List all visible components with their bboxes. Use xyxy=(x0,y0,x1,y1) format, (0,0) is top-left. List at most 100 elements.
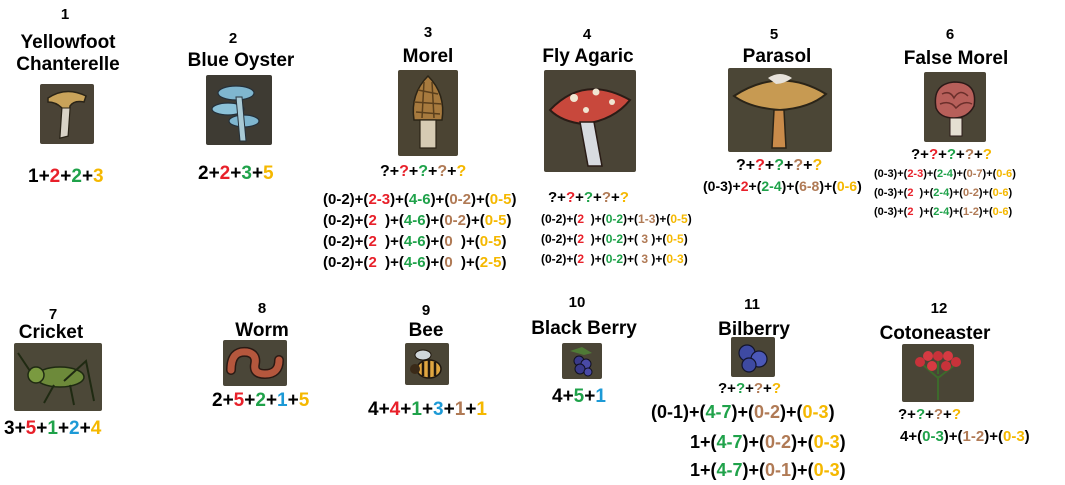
formula-segment: 3 xyxy=(638,252,652,266)
formula-segment: + xyxy=(428,163,438,180)
formula-segment: 1-3 xyxy=(638,212,656,226)
formula-segment: 0-3 xyxy=(922,428,944,445)
formula-segment: )+( xyxy=(385,212,404,229)
formula-segment: )+( xyxy=(623,232,639,246)
formula-segment: ? xyxy=(619,189,629,206)
item-name: False Morel xyxy=(893,48,1019,70)
formula-segment: ?+ xyxy=(548,189,566,206)
formula-segment: 4-7 xyxy=(705,402,732,422)
formula-segment: 2-4 xyxy=(761,178,782,194)
formula-segment: + xyxy=(973,146,983,163)
formula-segment: (0-3)+( xyxy=(874,168,908,180)
formula-segment: )+( xyxy=(651,252,667,266)
formula-segment: + xyxy=(36,418,48,439)
yellowfoot-chanterelle-icon xyxy=(40,84,94,144)
formula-segment: + xyxy=(81,166,94,187)
formula-segment: )+( xyxy=(923,168,937,180)
item-name: Cricket xyxy=(6,322,96,344)
formula-segment: )+( xyxy=(471,191,490,208)
formula-segment: 0-2 xyxy=(605,252,624,266)
formula-segment: )+( xyxy=(385,254,404,271)
formula-line: (0-2)+(2 )+(4-6)+(0 )+(0-5) xyxy=(323,233,506,250)
formula-segment: ?+ xyxy=(380,163,400,180)
formula-segment: 2-3 xyxy=(907,168,924,180)
item-name-line: False Morel xyxy=(903,48,1009,69)
formula-segment: + xyxy=(943,406,952,423)
formula-segment: )+( xyxy=(466,212,485,229)
formula-segment: 4-6 xyxy=(408,191,431,208)
formula-segment: + xyxy=(745,380,754,397)
item-name: Cotoneaster xyxy=(872,323,998,345)
item-name-line: Morel xyxy=(402,46,454,67)
item-number: 5 xyxy=(769,26,779,43)
formula-segment: ?+ xyxy=(898,406,916,423)
formula-segment: ? xyxy=(771,380,781,397)
item-name: Bee xyxy=(396,320,456,342)
item-name-line: Blue Oyster xyxy=(187,50,295,71)
formula-line: ?+?+?+? xyxy=(718,380,781,397)
formula-segment: 2 xyxy=(368,233,386,250)
formula-segment: 1-2 xyxy=(962,206,979,218)
formula-line: (0-2)+(2 )+(0-2)+( 3 )+(0-5) xyxy=(541,232,688,246)
formula-segment: 2 xyxy=(368,254,386,271)
formula-segment: + xyxy=(230,163,242,184)
formula-segment: 2 xyxy=(49,166,61,187)
formula-segment: 1 xyxy=(454,399,466,420)
formula-segment: 4 xyxy=(90,418,102,439)
formula-segment: ? xyxy=(437,163,448,180)
formula-segment: 3 xyxy=(241,163,252,184)
formula-line: 1+2+2+3 xyxy=(28,166,104,188)
formula-segment: ) xyxy=(1008,206,1013,218)
formula-segment: ? xyxy=(583,189,594,206)
formula-line: (0-2)+(2-3)+(4-6)+(0-2)+(0-5) xyxy=(323,191,516,208)
formula-segment: + xyxy=(593,189,602,206)
formula-segment: ) xyxy=(687,212,692,226)
formula-segment: (0-2)+( xyxy=(541,252,578,266)
formula-segment: 2 xyxy=(907,206,920,218)
formula-segment: )+( xyxy=(978,187,993,199)
formula-segment: ? xyxy=(982,146,992,163)
formula-segment: 0-5 xyxy=(484,212,507,229)
formula-segment: 0-6 xyxy=(992,206,1009,218)
formula-segment: ) xyxy=(1012,168,1016,180)
item-number: 7 xyxy=(48,306,58,323)
formula-segment: + xyxy=(408,163,419,180)
formula-segment: 0-2 xyxy=(605,232,624,246)
formula-segment: + xyxy=(803,157,813,174)
formula-line: ?+?+?+?+? xyxy=(548,189,629,206)
formula-segment: )+( xyxy=(919,206,934,218)
formula-segment: 0-2 xyxy=(605,212,624,226)
formula-segment: )+( xyxy=(461,254,480,271)
formula-segment: 3+ xyxy=(4,418,26,439)
formula-segment: 5 xyxy=(263,163,274,184)
item-number: 12 xyxy=(930,300,948,317)
formula-segment: ?+ xyxy=(736,157,756,174)
item-name-line: Black Berry xyxy=(531,318,637,339)
formula-segment: (0-2)+( xyxy=(541,232,578,246)
formula-segment: 2 xyxy=(71,166,82,187)
formula-segment: )+( xyxy=(819,178,837,194)
formula-segment: (0-3)+( xyxy=(874,187,908,199)
item-name: Parasol xyxy=(722,46,832,68)
bilberry-icon xyxy=(731,337,775,377)
formula-segment: 2 xyxy=(577,232,591,246)
formula-segment: ? xyxy=(755,157,765,174)
item-name: Blue Oyster xyxy=(178,50,304,72)
item-name-line: Yellowfoot xyxy=(20,32,116,53)
formula-segment: 0-3 xyxy=(666,252,684,266)
formula-segment: )+( xyxy=(461,233,480,250)
item-name-line: Worm xyxy=(235,320,289,341)
formula-segment: ) xyxy=(839,460,846,480)
formula-segment: 0-2 xyxy=(754,402,781,422)
formula-segment: + xyxy=(79,418,91,439)
formula-segment: +( xyxy=(748,178,762,194)
formula-segment: + xyxy=(57,418,70,439)
formula-segment: 2 xyxy=(577,212,591,226)
item-number: 6 xyxy=(945,26,955,43)
formula-segment: + xyxy=(60,166,72,187)
formula-segment: 0-6 xyxy=(996,168,1013,180)
item-name: Worm xyxy=(216,320,308,342)
item-number: 1 xyxy=(60,6,70,23)
formula-line: 3+5+1+2+4 xyxy=(4,418,101,440)
formula-segment: 4+ xyxy=(368,399,390,420)
